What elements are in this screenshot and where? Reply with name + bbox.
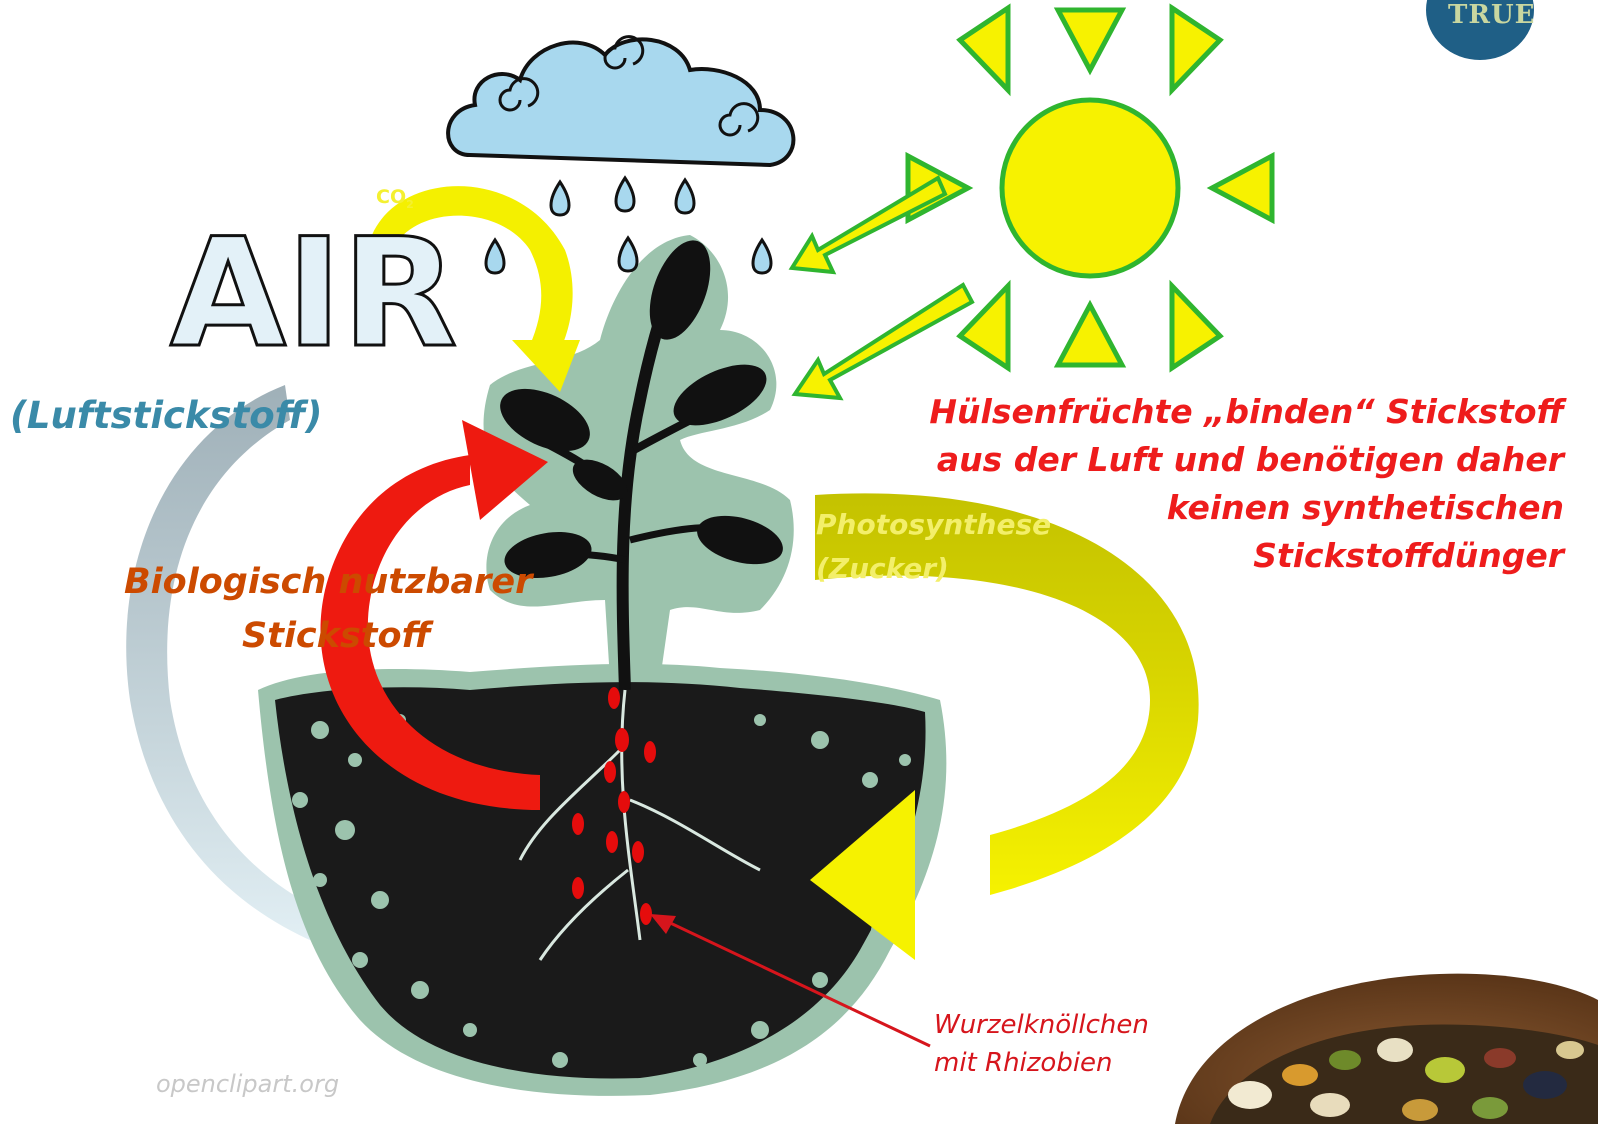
air-graphic: AIR — [170, 207, 457, 381]
biologisch-label-line2: Stickstoff — [242, 616, 431, 656]
image-credit: openclipart.org — [156, 1070, 339, 1098]
statement-line-2: aus der Luft und benötigen daher — [824, 436, 1564, 484]
co2-label: CO2 — [376, 186, 414, 211]
legume-nitrogen-statement: Hülsenfrüchte „binden“ Stickstoff aus de… — [824, 388, 1564, 580]
co2-main: CO — [376, 186, 406, 208]
sunlight-arrows — [792, 178, 972, 398]
wurzelknoellchen-label-line1: Wurzelknöllchen — [934, 1010, 1149, 1040]
statement-line-1: Hülsenfrüchte „binden“ Stickstoff — [824, 388, 1564, 436]
legume-bowl-image — [1175, 974, 1598, 1124]
statement-line-4: Stickstoffdünger — [824, 532, 1564, 580]
wurzelknoellchen-label-line2: mit Rhizobien — [934, 1048, 1113, 1078]
true-logo-text: TRUE — [1448, 0, 1535, 30]
statement-line-3: keinen synthetischen — [824, 484, 1564, 532]
luftstickstoff-label: (Luftstickstoff) — [10, 394, 322, 437]
rain-cloud-icon — [448, 37, 793, 273]
co2-subscript: 2 — [406, 198, 414, 211]
sun-icon — [908, 8, 1272, 368]
biologisch-label-line1: Biologisch nutzbarer — [124, 562, 532, 602]
air-text: AIR — [170, 207, 457, 381]
